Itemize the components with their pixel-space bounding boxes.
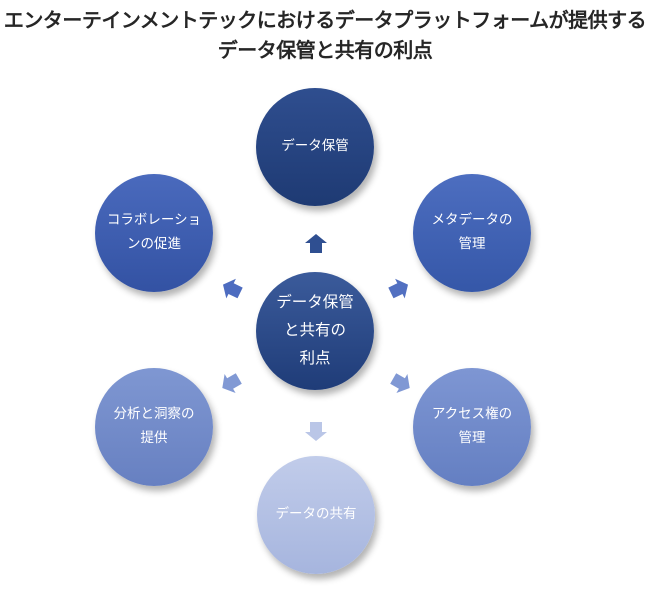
node-label: データ保管 (281, 138, 349, 155)
node-metadata-management: メタデータの 管理 (413, 174, 531, 292)
diagram-title-line-2: データ保管と共有の利点 (217, 38, 433, 62)
diagram-title-line-1: エンターテインメントテックにおけるデータプラットフォームが提供する (3, 8, 647, 32)
arrow-to-data-storage (305, 234, 327, 253)
node-data-sharing: データの共有 (257, 456, 375, 574)
node-data-storage: データ保管 (256, 88, 374, 206)
center-node-label: データ保管 と共有の 利点 (276, 293, 354, 367)
node-collaboration: コラボレーショ ンの促進 (95, 174, 213, 292)
arrow-to-access-management (390, 373, 410, 393)
node-label: メタデータの 管理 (431, 212, 513, 252)
arrow-to-collaboration (223, 278, 243, 299)
arrow-to-metadata-management (388, 278, 408, 299)
arrow-to-data-sharing (305, 422, 327, 441)
node-analytics: 分析と洞察の 提供 (95, 368, 213, 486)
node-label: コラボレーショ ンの促進 (106, 212, 202, 252)
arrow-to-analytics (222, 373, 242, 393)
node-label: データの共有 (275, 506, 357, 523)
center-node: データ保管 と共有の 利点 (256, 272, 374, 390)
node-label: アクセス権の 管理 (431, 406, 513, 446)
node-access-management: アクセス権の 管理 (413, 368, 531, 486)
node-label: 分析と洞察の 提供 (113, 406, 195, 446)
